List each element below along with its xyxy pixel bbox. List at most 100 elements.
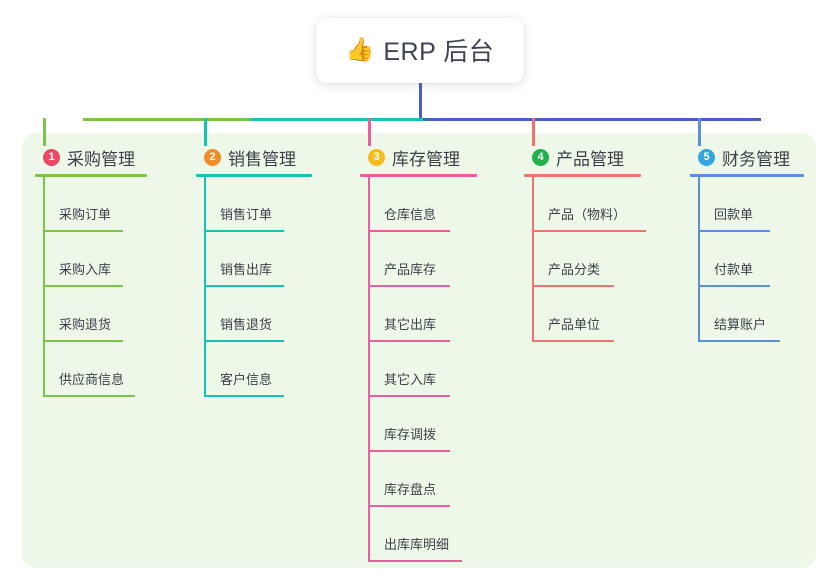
branch-item[interactable]: 产品单位	[524, 287, 654, 342]
branch-title: 采购管理	[67, 149, 135, 169]
branch-header-销售管理[interactable]: 2 销售管理	[196, 146, 326, 169]
branch-column-采购管理: 1 采购管理采购订单采购入库采购退货供应商信息	[35, 146, 165, 397]
branch-item-rule	[368, 505, 450, 507]
branch-trunk-line	[698, 177, 700, 342]
root-node[interactable]: 👍 ERP 后台	[316, 18, 524, 83]
branch-item[interactable]: 客户信息	[196, 342, 326, 397]
branch-number-badge: 1	[43, 148, 60, 166]
branch-item-rule	[204, 395, 284, 397]
branch-item-label: 产品分类	[548, 262, 601, 277]
branch-item-rule	[698, 285, 770, 287]
branch-body: 销售订单销售出库销售退货客户信息	[196, 177, 326, 397]
connector-drop-5	[698, 118, 701, 146]
branch-header-rule	[35, 174, 147, 177]
branch-header-rule	[360, 174, 477, 177]
branch-column-销售管理: 2 销售管理销售订单销售出库销售退货客户信息	[196, 146, 326, 397]
branch-item-label: 结算账户	[714, 317, 767, 332]
branch-item-label: 产品单位	[548, 317, 601, 332]
branch-item[interactable]: 销售退货	[196, 287, 326, 342]
branch-item-label: 产品库存	[384, 262, 437, 277]
branch-item[interactable]: 供应商信息	[35, 342, 165, 397]
branch-item-rule	[204, 340, 284, 342]
root-node-content: 👍 ERP 后台	[346, 32, 495, 68]
branch-item-rule	[368, 230, 450, 232]
branch-item[interactable]: 结算账户	[690, 287, 820, 342]
branch-item[interactable]: 仓库信息	[360, 177, 490, 232]
branch-item-rule	[532, 230, 646, 232]
branch-trunk-line	[368, 177, 370, 562]
branch-item[interactable]: 采购订单	[35, 177, 165, 232]
branch-trunk-line	[532, 177, 534, 342]
branch-item[interactable]: 回款单	[690, 177, 820, 232]
branch-item-rule	[368, 450, 450, 452]
branch-trunk-line	[43, 177, 45, 397]
branch-item-label: 客户信息	[220, 372, 273, 387]
thumbs-up-icon: 👍	[345, 36, 375, 62]
branch-item[interactable]: 销售订单	[196, 177, 326, 232]
connector-drop-1	[43, 118, 46, 146]
connector-drop-3	[368, 118, 371, 146]
branch-item-label: 出库库明细	[384, 537, 450, 552]
branch-body: 产品（物料） 产品分类产品单位	[524, 177, 654, 342]
branch-item-label: 供应商信息	[59, 372, 125, 387]
branch-item[interactable]: 产品库存	[360, 232, 490, 287]
branch-item-label: 产品（物料）	[548, 207, 627, 222]
branch-item[interactable]: 销售出库	[196, 232, 326, 287]
branch-item-label: 销售出库	[220, 262, 273, 277]
branch-item[interactable]: 采购入库	[35, 232, 165, 287]
branch-item-label: 回款单	[714, 207, 754, 222]
branch-item-label: 采购入库	[59, 262, 112, 277]
branch-item-rule	[368, 560, 462, 562]
branch-item-label: 库存盘点	[384, 482, 437, 497]
connector-bar-segment-3	[423, 118, 761, 121]
diagram-panel	[22, 133, 816, 568]
branch-item[interactable]: 产品分类	[524, 232, 654, 287]
branch-item-rule	[698, 230, 770, 232]
branch-item-rule	[368, 395, 450, 397]
branch-trunk-line	[204, 177, 206, 397]
branch-item-label: 仓库信息	[384, 207, 437, 222]
branch-item-label: 销售退货	[220, 317, 273, 332]
branch-item-label: 销售订单	[220, 207, 273, 222]
branch-body: 仓库信息产品库存其它出库其它入库库存调拨库存盘点出库库明细	[360, 177, 490, 562]
branch-item-rule	[368, 340, 450, 342]
branch-item-rule	[204, 230, 284, 232]
branch-item-label: 采购订单	[59, 207, 112, 222]
branch-item-rule	[43, 395, 135, 397]
branch-item-label: 采购退货	[59, 317, 112, 332]
branch-item[interactable]: 其它入库	[360, 342, 490, 397]
branch-number-badge: 2	[204, 148, 221, 166]
branch-item[interactable]: 付款单	[690, 232, 820, 287]
branch-title: 销售管理	[228, 149, 296, 169]
branch-item[interactable]: 其它出库	[360, 287, 490, 342]
branch-title: 产品管理	[556, 149, 624, 169]
branch-item-rule	[204, 285, 284, 287]
branch-header-rule	[196, 174, 312, 177]
branch-item[interactable]: 库存盘点	[360, 452, 490, 507]
branch-item[interactable]: 库存调拨	[360, 397, 490, 452]
branch-item[interactable]: 出库库明细	[360, 507, 490, 562]
branch-item-rule	[43, 285, 123, 287]
branch-body: 采购订单采购入库采购退货供应商信息	[35, 177, 165, 397]
branch-item-label: 库存调拨	[384, 427, 437, 442]
branch-item-rule	[43, 340, 123, 342]
branch-item-rule	[43, 230, 123, 232]
branch-item-label: 付款单	[714, 262, 754, 277]
branch-header-采购管理[interactable]: 1 采购管理	[35, 146, 165, 169]
branch-item[interactable]: 产品（物料）	[524, 177, 654, 232]
branch-header-rule	[690, 174, 804, 177]
branch-item-rule	[532, 285, 614, 287]
root-stem-connector	[419, 83, 422, 121]
branch-title: 财务管理	[722, 149, 790, 169]
connector-drop-2	[204, 118, 207, 146]
branch-item-rule	[698, 340, 780, 342]
branch-header-rule	[524, 174, 641, 177]
branch-item[interactable]: 采购退货	[35, 287, 165, 342]
